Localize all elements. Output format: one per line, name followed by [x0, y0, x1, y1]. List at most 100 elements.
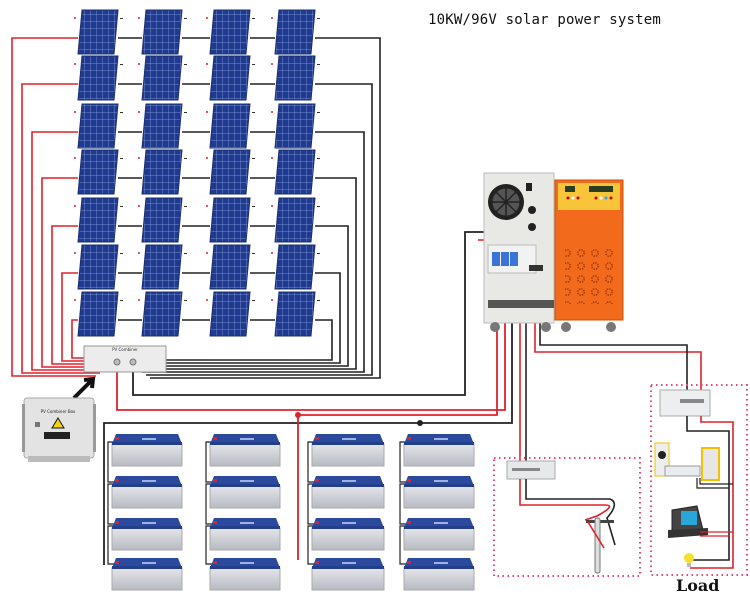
positive-terminal: [206, 63, 208, 65]
negative-terminal: [120, 64, 123, 65]
negative-terminal: [184, 18, 187, 19]
positive-terminal: [206, 111, 208, 113]
solar-panel: [271, 291, 320, 337]
solar-panel: [74, 197, 123, 243]
solar-panel: [74, 103, 123, 149]
negative-terminal: [252, 206, 255, 207]
utility-pole: [594, 517, 601, 574]
battery: [311, 434, 385, 467]
solar-panel: [138, 291, 187, 337]
battery-bank: [107, 434, 475, 591]
solar-panel: [138, 103, 187, 149]
battery: [111, 434, 183, 467]
junction-dot: [295, 412, 301, 418]
negative-terminal: [252, 158, 255, 159]
negative-terminal: [252, 64, 255, 65]
solar-panel: [206, 244, 255, 290]
solar-panel: [206, 9, 255, 55]
battery: [311, 476, 385, 509]
positive-terminal: [138, 157, 140, 159]
solar-array: [74, 9, 320, 337]
battery-terminal: [213, 479, 217, 482]
positive-terminal: [138, 299, 140, 301]
positive-terminal: [271, 157, 273, 159]
solar-panel: [206, 197, 255, 243]
negative-terminal: [317, 112, 320, 113]
negative-terminal: [252, 18, 255, 19]
negative-terminal: [120, 300, 123, 301]
negative-terminal: [184, 206, 187, 207]
battery: [111, 518, 183, 551]
negative-terminal: [317, 300, 320, 301]
battery-terminal: [315, 561, 319, 564]
negative-terminal: [252, 112, 255, 113]
solar-panel: [206, 55, 255, 101]
arrow-icon: [72, 376, 96, 400]
solar-panel: [271, 197, 320, 243]
positive-terminal: [271, 252, 273, 254]
positive-terminal: [138, 17, 140, 19]
negative-terminal: [184, 64, 187, 65]
load-section: [650, 384, 748, 576]
light-bulb-icon: [684, 553, 694, 567]
positive-terminal: [74, 252, 76, 254]
solar-panel: [271, 149, 320, 195]
battery-terminal: [407, 561, 411, 564]
negative-terminal: [317, 18, 320, 19]
combiner-terminal-pos: [113, 358, 121, 366]
solar-panel: [271, 103, 320, 149]
solar-panel: [206, 103, 255, 149]
battery: [403, 518, 475, 551]
battery-terminal: [315, 479, 319, 482]
battery: [209, 476, 281, 509]
combiner-label: PV Combiner: [112, 347, 138, 352]
battery-terminal: [407, 479, 411, 482]
diagram-title: 10KW/96V solar power system: [428, 12, 661, 28]
battery-terminal: [213, 437, 217, 440]
positive-terminal: [74, 299, 76, 301]
positive-terminal: [74, 63, 76, 65]
positive-terminal: [271, 299, 273, 301]
battery: [111, 558, 183, 591]
negative-terminal: [317, 158, 320, 159]
solar-panel: [74, 291, 123, 337]
battery-terminal: [315, 521, 319, 524]
pv-combiner: PV Combiner: [83, 345, 167, 373]
charge-controller: [554, 179, 624, 332]
battery-terminal: [115, 521, 119, 524]
solar-panel: [138, 149, 187, 195]
battery: [209, 434, 281, 467]
positive-terminal: [271, 205, 273, 207]
positive-terminal: [138, 205, 140, 207]
negative-terminal: [184, 300, 187, 301]
battery-terminal: [407, 437, 411, 440]
negative-terminal: [184, 253, 187, 254]
positive-terminal: [138, 111, 140, 113]
stereo-icon: [654, 442, 720, 481]
battery: [209, 558, 281, 591]
negative-terminal: [184, 158, 187, 159]
solar-panel: [206, 291, 255, 337]
battery-terminal: [115, 561, 119, 564]
positive-terminal: [206, 252, 208, 254]
solar-panel: [271, 9, 320, 55]
solar-panel: [138, 55, 187, 101]
solar-panel: [271, 55, 320, 101]
battery: [403, 476, 475, 509]
battery-terminal: [115, 479, 119, 482]
solar-panel: [138, 197, 187, 243]
negative-terminal: [184, 112, 187, 113]
negative-terminal: [120, 206, 123, 207]
battery: [403, 434, 475, 467]
positive-terminal: [74, 157, 76, 159]
positive-terminal: [206, 205, 208, 207]
combiner-terminal-neg: [129, 358, 137, 366]
battery: [209, 518, 281, 551]
tv-icon: [668, 505, 708, 538]
negative-terminal: [120, 18, 123, 19]
solar-panel: [74, 149, 123, 195]
positive-terminal: [138, 252, 140, 254]
enclosure-label: PV Combiner Box: [41, 409, 76, 414]
combiner-box-enclosure: PV Combiner Box: [22, 397, 96, 462]
solar-panel: [138, 244, 187, 290]
